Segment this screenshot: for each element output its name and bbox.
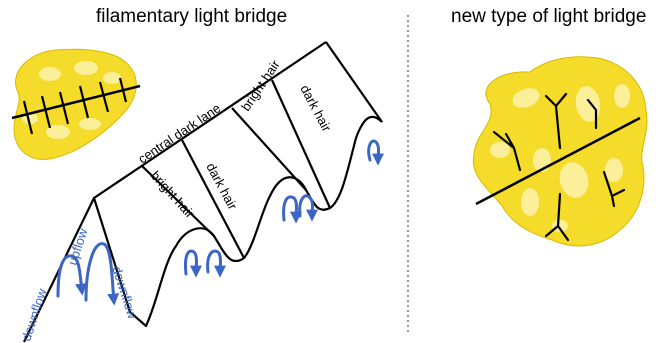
upflow-arrow-right xyxy=(84,242,120,306)
hair-flow-arrow-2 xyxy=(206,249,227,278)
new-light-bridge-sketch xyxy=(472,56,648,247)
central-dark-lane-label: central dark lane xyxy=(135,100,223,166)
dark-hair-label-1: dark hair xyxy=(203,160,240,212)
filamentary-light-bridge-sketch xyxy=(11,48,141,160)
light-bridge-3d-model xyxy=(23,41,383,343)
bright-hair-label-2: bright hair xyxy=(238,57,283,114)
hair-flow-arrow-4 xyxy=(298,194,319,222)
left-panel-title: filamentary light bridge xyxy=(96,6,288,27)
hair-flow-arrow-3 xyxy=(282,195,303,224)
upflow-arrow-left xyxy=(56,254,87,298)
hair-flow-arrow-1 xyxy=(184,249,203,278)
right-panel-title: new type of light bridge xyxy=(451,6,647,27)
downflow-label-left: downflow xyxy=(19,286,50,343)
dark-hair-label-2: dark hair xyxy=(297,82,334,134)
hair-flow-arrow-5 xyxy=(367,139,385,166)
bright-hair-label-1: bright hair xyxy=(148,168,198,221)
flow-arrows xyxy=(56,139,385,306)
